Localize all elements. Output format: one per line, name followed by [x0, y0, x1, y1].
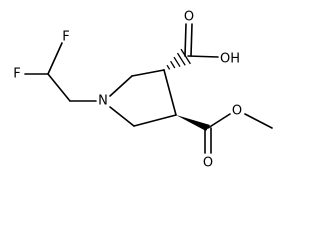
atom-acid-carbonyl-oxygen: O [184, 10, 194, 25]
bond-c5-n [109, 106, 135, 127]
bond-c4-c5 [133, 114, 177, 127]
bond-cf2-f-top [47, 42, 63, 75]
bond-n-c2 [109, 75, 133, 97]
bond-acid-c-double-o-1 [184, 23, 187, 57]
bond-c2-c3 [131, 69, 165, 77]
bond-ester-o-ch3 [244, 113, 273, 129]
atom-ester-carbonyl-oxygen: O [203, 156, 213, 171]
atom-acid-hydroxyl: OH [220, 52, 240, 67]
bond-acid-c-oh [187, 55, 219, 58]
bond-acid-c-double-o-2 [190, 23, 193, 57]
molecule-diagram: F F N O OH O O [13, 10, 273, 171]
atom-ester-oxygen: O [232, 104, 242, 119]
wedge-bond-ester [176, 115, 210, 131]
bond-ester-c-o [207, 113, 231, 129]
bond-cf2-ch2 [47, 73, 71, 102]
atom-fluorine-top: F [62, 30, 69, 45]
hashed-bond-acid [163, 48, 191, 72]
atom-fluorine-left: F [13, 67, 20, 82]
atom-nitrogen: N [98, 94, 108, 109]
bond-c3-c4 [163, 69, 177, 116]
